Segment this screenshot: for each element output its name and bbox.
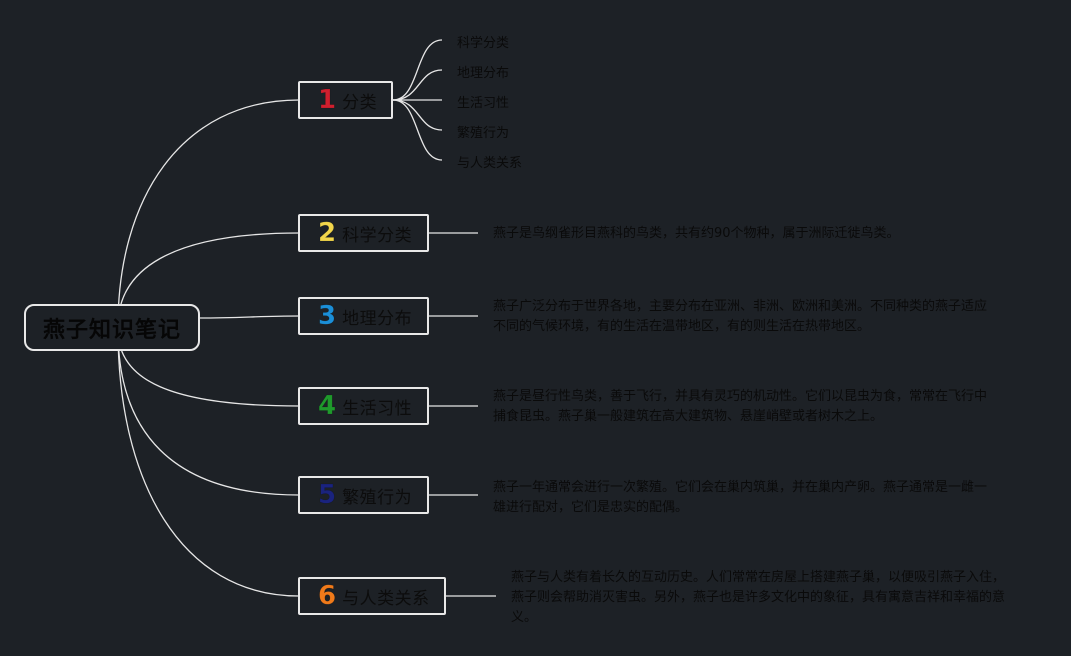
subtopic-item[interactable]: 生活习性 [457,96,510,111]
description-human-relation: 燕子与人类有着长久的互动历史。人们常常在房屋上搭建燕子巢，以便吸引燕子入住，燕子… [511,570,1006,625]
root-node[interactable]: 燕子知识笔记 [24,304,200,351]
subtopic-item[interactable]: 地理分布 [457,66,510,81]
branch-label: 科学分类 [342,225,413,246]
branch-label: 地理分布 [342,308,413,329]
number-3-icon: 3 [318,301,337,331]
root-title: 燕子知识笔记 [42,317,181,343]
connector-root-branch-5 [117,329,300,496]
subtopic-item[interactable]: 与人类关系 [457,156,523,171]
description-habits: 燕子是昼行性鸟类，善于飞行，并具有灵巧的机动性。它们以昆虫为食，常常在飞行中捕食… [493,389,988,424]
connector-sub-2 [392,69,443,101]
number-6-icon: 6 [318,581,337,611]
branch-node-habits[interactable]: 4 生活习性 [298,387,429,425]
description-distribution: 燕子广泛分布于世界各地，主要分布在亚洲、非洲、欧洲和美洲。不同种类的燕子适应不同… [493,299,988,334]
connector-sub-5 [392,99,443,161]
branch-label: 繁殖行为 [342,487,413,508]
branch-node-breeding[interactable]: 5 繁殖行为 [298,476,429,514]
connector-sub-4 [392,99,443,131]
connector-root-branch-6 [117,329,300,597]
branch-node-human-relation[interactable]: 6 与人类关系 [298,577,446,615]
number-1-icon: 1 [318,85,337,115]
connector-root-branch-3 [199,315,300,319]
number-2-icon: 2 [318,218,337,248]
connector-root-branch-1 [117,99,300,327]
number-4-icon: 4 [318,391,337,421]
subtopic-item[interactable]: 科学分类 [457,36,510,51]
branch-node-classification[interactable]: 1 分类 [298,81,393,119]
branch-label: 分类 [342,92,378,113]
connector-sub-1 [392,39,443,101]
subtopic-item[interactable]: 繁殖行为 [457,126,510,141]
branch-label: 与人类关系 [342,588,430,609]
branch-node-distribution[interactable]: 3 地理分布 [298,297,429,335]
branch-label: 生活习性 [342,398,413,419]
number-5-icon: 5 [318,480,337,510]
description-scientific-classification: 燕子是鸟纲雀形目燕科的鸟类，共有约90个物种，属于洲际迁徙鸟类。 [493,226,900,241]
description-breeding: 燕子一年通常会进行一次繁殖。它们会在巢内筑巢，并在巢内产卵。燕子通常是一雌一雄进… [493,480,988,515]
branch-node-scientific-classification[interactable]: 2 科学分类 [298,214,429,252]
